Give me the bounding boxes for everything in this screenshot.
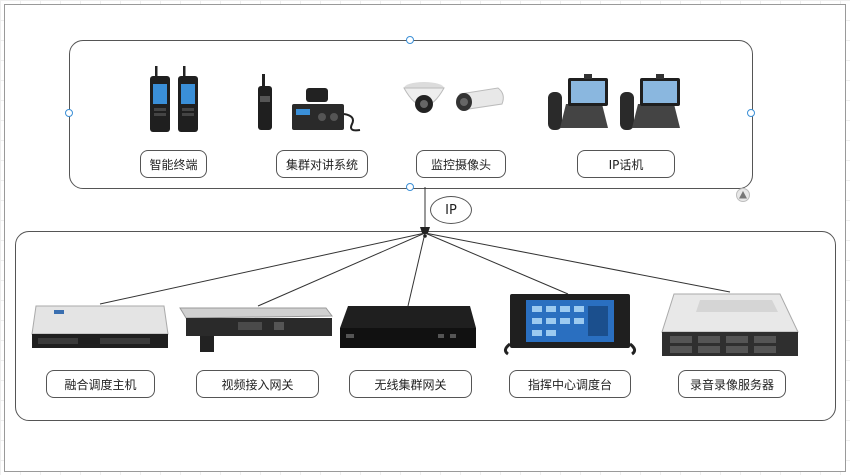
surveillance-camera-icon — [403, 82, 504, 113]
terminal-label: 智能终端 — [140, 150, 207, 178]
link-dispatch-host — [99, 232, 426, 305]
terminal-label: 集群对讲系统 — [276, 150, 368, 178]
bottom-handle[interactable] — [406, 183, 414, 191]
ip-label: IP — [430, 196, 472, 224]
server-label: 视频接入网关 — [196, 370, 319, 398]
link-video-gateway — [257, 232, 426, 307]
server-label: 无线集群网关 — [349, 370, 472, 398]
top-handle[interactable] — [406, 36, 414, 44]
server-label: 指挥中心调度台 — [509, 370, 631, 398]
dispatch-host-icon — [31, 305, 169, 348]
wireless-trunking-gateway-icon — [340, 306, 476, 348]
terminal-label: 监控摄像头 — [416, 150, 506, 178]
recording-server-icon — [661, 293, 799, 356]
ip-phone-icon — [548, 74, 680, 130]
trunking-radio-icon — [258, 74, 361, 132]
network-hub-icon — [420, 227, 430, 238]
smart-handheld-terminal-icon — [150, 66, 198, 132]
link-dispatch-console — [424, 232, 569, 295]
left-handle[interactable] — [65, 109, 73, 117]
server-label: 融合调度主机 — [46, 370, 155, 398]
terminal-label: IP话机 — [577, 150, 675, 178]
server-label: 录音录像服务器 — [678, 370, 786, 398]
warning-triangle-icon[interactable] — [736, 188, 750, 202]
link-wireless-gateway — [407, 232, 426, 307]
dispatch-console-icon — [503, 294, 637, 356]
video-gateway-icon — [179, 307, 333, 352]
right-handle[interactable] — [747, 109, 755, 117]
link-recording-server — [424, 232, 731, 293]
